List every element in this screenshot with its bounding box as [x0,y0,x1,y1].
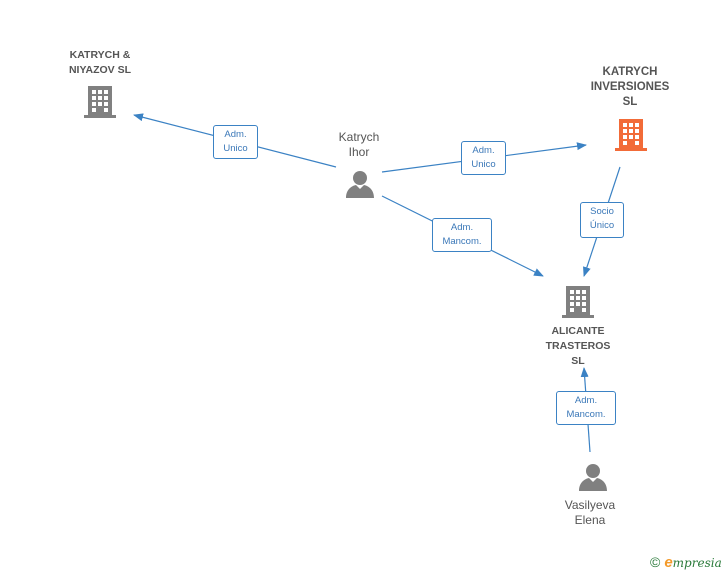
edge-label-inversiones-to-alicante[interactable]: Socio Único [580,202,624,238]
empresia-watermark: ©empresia [650,554,722,571]
edge-label-elena-to-alicante[interactable]: Adm. Mancom. [556,391,616,425]
person-node-vasilyeva-elena[interactable]: Vasilyeva Elena [550,463,630,533]
company-node-katrych-inversiones[interactable]: KATRYCH INVERSIONES SL [570,65,690,155]
edge-label-ihor-to-niyazov[interactable]: Adm. Unico [213,125,258,159]
company-node-katrych-niyazov[interactable]: KATRYCH & NIYAZOV SL [40,48,160,123]
building-icon-highlighted [615,119,647,151]
company-node-alicante-trasteros[interactable]: ALICANTE TRASTEROS SL [518,284,638,369]
edge-label-ihor-to-inversiones[interactable]: Adm. Unico [461,141,506,175]
empresia-logo-text: mpresia [672,556,722,570]
company-label-katrych-inversiones: KATRYCH INVERSIONES SL [590,66,670,108]
person-label-vasilyeva-elena: Vasilyeva Elena [564,498,616,527]
person-label-katrych-ihor: Katrych Ihor [338,130,380,159]
building-icon [84,86,116,118]
person-icon [346,171,374,198]
company-label-katrych-niyazov: KATRYCH & NIYAZOV SL [68,49,132,76]
empresia-logo-initial: e [664,554,673,571]
copyright-icon: © [650,554,661,570]
company-label-alicante-trasteros: ALICANTE TRASTEROS SL [545,325,611,367]
person-icon [579,464,607,491]
edge-label-ihor-to-alicante[interactable]: Adm. Mancom. [432,218,492,252]
building-icon [562,286,594,318]
person-node-katrych-ihor[interactable]: Katrych Ihor [319,130,399,200]
